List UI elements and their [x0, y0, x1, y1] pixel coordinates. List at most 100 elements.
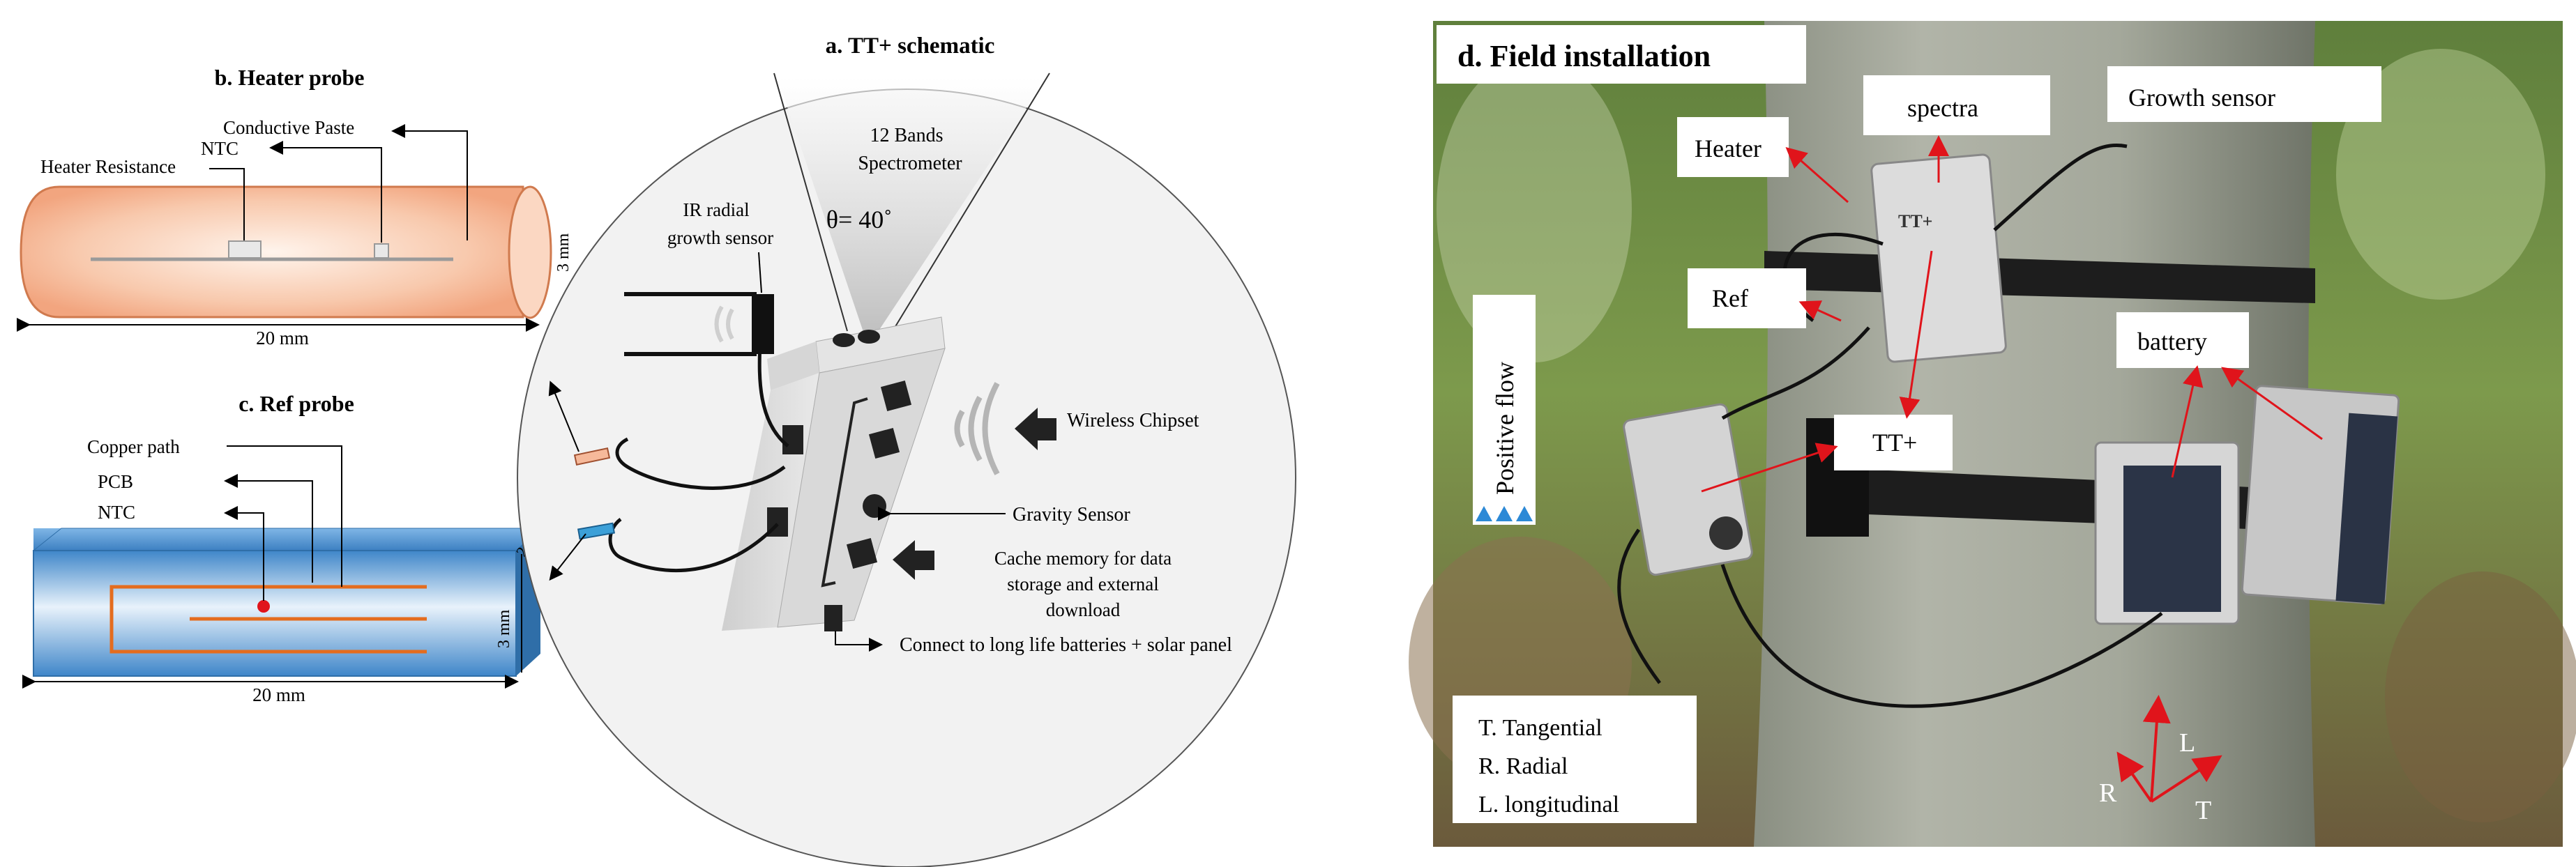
heater-probe-end	[508, 185, 552, 319]
cache-arrow	[893, 540, 934, 580]
axis-l-label: L	[2179, 728, 2195, 758]
port-ir	[782, 425, 803, 454]
axes-legend-box	[1453, 696, 1697, 823]
ntc-label: NTC	[201, 138, 238, 159]
heater-width-label: 20 mm	[256, 328, 309, 348]
ref-height-label: 3 mm	[495, 609, 513, 648]
spectrometer-cone	[778, 78, 1046, 336]
chip-1	[880, 380, 912, 412]
device-front	[777, 348, 946, 628]
ir-label-line2: growth sensor	[667, 227, 773, 248]
heater-resistance-label: Heater Resistance	[40, 156, 176, 177]
cache-label-line1: Cache memory for data	[994, 548, 1172, 569]
cone-left-line	[773, 72, 848, 332]
spectra-label-box	[1863, 75, 2050, 135]
flow-triangle-1	[1476, 506, 1492, 521]
positive-flow-box	[1473, 295, 1536, 525]
heater-cable	[615, 437, 786, 490]
growth-label-box	[2107, 66, 2381, 122]
conductive-paste-label: Conductive Paste	[223, 117, 354, 138]
chip-2	[868, 427, 900, 459]
angle-label: θ= 40˚	[826, 206, 893, 233]
ir-leader	[758, 252, 762, 293]
pcb-label: PCB	[98, 471, 133, 492]
ntc-ref-leader	[224, 506, 264, 601]
flow-triangle-3	[1516, 506, 1533, 521]
axis-indicator	[2116, 695, 2222, 803]
ref-front-face	[33, 550, 517, 677]
heater-probe-title: b. Heater probe	[215, 65, 365, 90]
to-heater-arrow	[548, 381, 579, 452]
ref-top	[32, 528, 542, 551]
axis-r-label: R	[2099, 778, 2117, 808]
device-bus	[821, 397, 868, 588]
field-cables	[1617, 144, 2163, 708]
tt-device-top	[1870, 153, 2007, 363]
gravity-label: Gravity Sensor	[1013, 504, 1130, 525]
connect-leader	[835, 631, 883, 652]
ref-field-label: Ref	[1712, 284, 1748, 312]
heater-leader	[209, 168, 245, 240]
positive-flow-label: Positive flow	[1491, 362, 1519, 495]
wireless-waves-icon	[954, 382, 1000, 475]
heater-label-box	[1677, 117, 1789, 177]
cache-label-line3: download	[1046, 599, 1121, 620]
heater-resistance-block	[228, 240, 262, 259]
battery-field-label: battery	[2137, 328, 2207, 355]
copper-path-outer	[109, 585, 427, 654]
ir-beam-icon	[714, 305, 734, 343]
heater-height-label: 3 mm	[554, 233, 573, 272]
legend-longitudinal: L. longitudinal	[1478, 792, 1619, 818]
copper-leader	[227, 445, 342, 587]
growth-field-label: Growth sensor	[2128, 84, 2275, 112]
ttplus-field-label: TT+	[1872, 429, 1917, 456]
heater-probe-body	[20, 185, 524, 319]
ttplus-label-box	[1834, 415, 1953, 470]
paste-leader	[391, 124, 468, 240]
ref-probe-title: c. Ref probe	[238, 391, 354, 416]
copper-path-label: Copper path	[87, 436, 180, 457]
ntc-block	[374, 243, 389, 259]
ref-cable	[608, 518, 779, 572]
tt-schematic-panel: a. TT+ schematic 12 Bands Spectrometer θ…	[517, 33, 1296, 867]
ir-label-line1: IR radial	[683, 199, 749, 220]
ref-label-box	[1688, 268, 1806, 328]
battery-label-box	[2116, 312, 2249, 368]
field-title: d. Field installation	[1457, 39, 1711, 73]
connect-label: Connect to long life batteries + solar p…	[900, 634, 1232, 656]
ntc-ref-label: NTC	[98, 502, 135, 523]
to-ref-arrow	[549, 533, 586, 581]
flow-triangle-2	[1496, 506, 1513, 521]
wireless-arrow	[1015, 408, 1056, 450]
sensor-lens-2	[858, 330, 880, 344]
heater-field-label: Heater	[1695, 135, 1761, 162]
spectra-field-label: spectra	[1907, 94, 1978, 122]
ref-width-label: 20 mm	[252, 684, 305, 705]
device-logo: TT+	[1898, 211, 1933, 231]
ntc-dot	[257, 600, 270, 613]
spectrometer-line2: Spectrometer	[858, 153, 962, 174]
legend-radial: R. Radial	[1478, 753, 1568, 779]
cache-label-line2: storage and external	[1007, 574, 1158, 594]
red-arrows	[1701, 135, 2323, 493]
cone-right-line	[892, 72, 1050, 332]
field-title-box	[1437, 25, 1806, 84]
ref-probe-connector	[577, 522, 615, 540]
heater-probe-connector	[573, 447, 611, 466]
pcb-leader	[224, 474, 313, 583]
wireless-label: Wireless Chipset	[1067, 410, 1199, 431]
gravity-chip	[863, 494, 886, 518]
cache-chip	[846, 537, 878, 569]
schematic-title: a. TT+ schematic	[826, 33, 995, 59]
heater-probe-panel: b. Heater probe Conductive Paste NTC Hea…	[17, 65, 573, 348]
spectrometer-line1: 12 Bands	[870, 125, 944, 146]
legend-tangential: T. Tangential	[1478, 715, 1603, 741]
sensor-lens-1	[833, 333, 855, 347]
axis-t-label: T	[2195, 796, 2211, 825]
solar-panel-1	[2123, 466, 2221, 612]
ntc-leader	[269, 141, 382, 243]
ref-probe-panel: c. Ref probe Copper path PCB NTC 20 mm 3…	[22, 391, 551, 705]
ir-sensor-body	[752, 294, 774, 354]
power-port	[824, 605, 842, 631]
